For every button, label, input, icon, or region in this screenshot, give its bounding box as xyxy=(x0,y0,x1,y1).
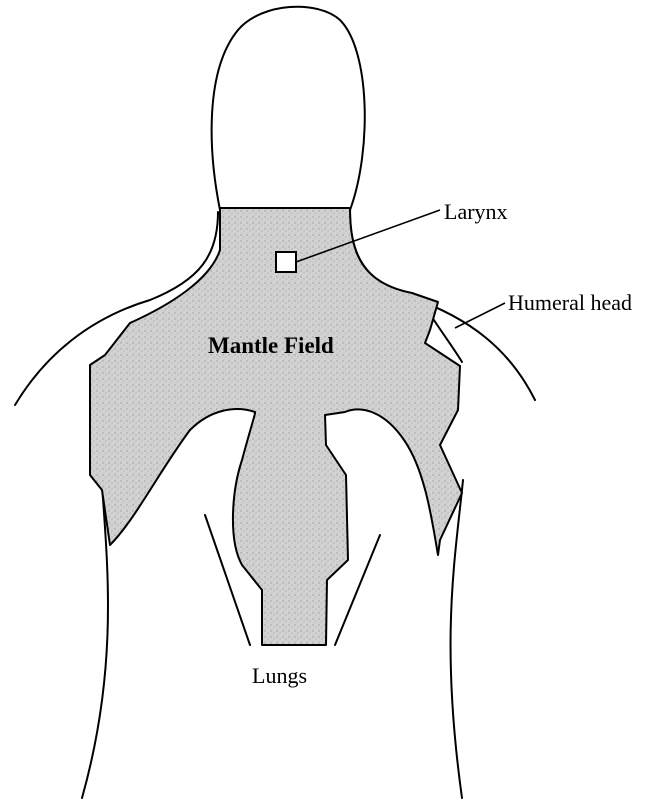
left-torso-outline xyxy=(82,485,108,798)
larynx-block xyxy=(276,252,296,272)
larynx-label: Larynx xyxy=(444,199,508,224)
humeral-head-label: Humeral head xyxy=(508,290,632,315)
lungs-label: Lungs xyxy=(252,663,307,688)
mantle-field-shape xyxy=(90,208,462,645)
mantle-field-label: Mantle Field xyxy=(208,333,334,358)
humeral-head-leader-line xyxy=(455,303,505,328)
head-outline xyxy=(212,7,365,210)
right-torso-outline xyxy=(451,480,463,798)
